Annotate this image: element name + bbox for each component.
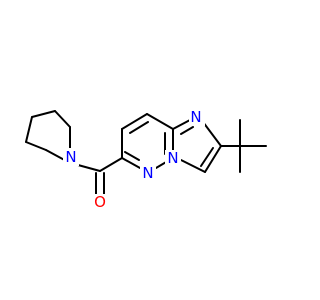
- atom-n-ring-lower: N: [142, 164, 153, 182]
- label-mask: [165, 150, 181, 168]
- bond: [172, 119, 191, 130]
- bond: [25, 141, 47, 151]
- bond: [180, 126, 194, 135]
- bond: [77, 164, 101, 172]
- bond: [200, 147, 214, 167]
- bond: [180, 159, 206, 173]
- label-mask: [63, 148, 79, 166]
- bond: [99, 157, 123, 172]
- imidazole-ring: [172, 119, 222, 173]
- atom-o-carbonyl: O: [94, 193, 106, 211]
- atom-labels: N O N N N: [63, 108, 205, 212]
- tert-butyl-group: [220, 119, 267, 173]
- bond: [146, 113, 174, 130]
- bond: [121, 113, 148, 130]
- bond: [25, 116, 33, 143]
- bond: [129, 121, 149, 134]
- molecule-structure: N O N N N: [25, 108, 267, 212]
- bond: [54, 110, 71, 128]
- bond: [204, 145, 222, 173]
- amide-linkage: [77, 157, 123, 195]
- bond: [121, 157, 141, 169]
- label-mask: [140, 164, 156, 182]
- pyrrolidine-ring: [25, 110, 71, 164]
- label-mask: [93, 194, 109, 212]
- molecule-canvas: N O N N N: [25, 108, 267, 212]
- bond: [202, 121, 222, 147]
- atom-n-ring-bridge: N: [167, 149, 178, 167]
- atom-n-pyrrolidine: N: [65, 148, 76, 166]
- bond: [124, 151, 140, 161]
- atom-n-ring-upper: N: [190, 108, 201, 126]
- bond: [31, 110, 56, 118]
- label-mask: [189, 108, 205, 126]
